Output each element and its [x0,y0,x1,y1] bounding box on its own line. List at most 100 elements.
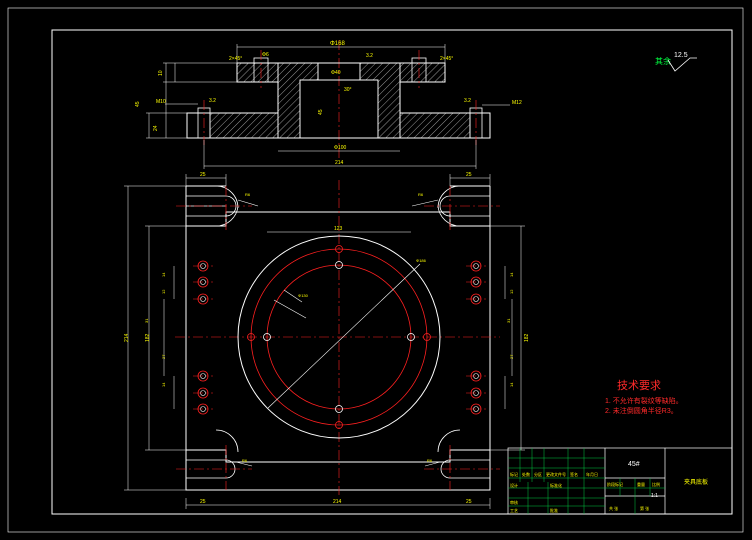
dim-left-d: 14 [161,382,166,387]
technical-notes: 技术要求 1. 不允许有裂纹等缺陷。 2. 未注倒圆角半径R3。 [605,379,683,415]
circle-pitch [250,248,428,426]
dim-plan-right-inner: 182 [524,333,530,342]
hole-s1 [335,421,343,429]
slot-br-arc [440,459,451,479]
outer-frame [7,7,744,533]
title-scale: 1:1 [651,493,658,499]
dim-angle: 30° [344,87,352,93]
dim-plan-bottom-right: 25 [466,499,472,505]
roughness-symbol: 其余 12.5 [655,52,697,72]
dim-height-inner: 24 [153,125,159,131]
hole-w2 [263,333,271,341]
circle-outer [237,235,441,439]
corner-arc-bl [215,429,239,453]
dim-right-b: 12 [509,289,514,294]
title-zone: 分区 [534,471,542,477]
notes-item-2: 2. 未注倒圆角半径R3。 [605,406,678,415]
title-check: 审核 [510,499,518,505]
dim-left-c: 27 [161,354,166,359]
plate-outline [185,186,491,227]
circle-inner [266,264,412,410]
dim-plan-left-inner: 182 [145,333,151,342]
leader-r-bl [235,461,253,467]
dim-plan-top-left: 25 [200,172,206,178]
hatch-right-hub [359,62,401,139]
title-craft: 工艺 [510,508,518,513]
side-holes-left [197,260,209,415]
dim-right-d: 14 [509,382,514,387]
circle-holes [247,245,431,429]
title-date: 年月日 [586,471,598,477]
dim-plan-bottom-total: 214 [333,499,342,505]
dim-thread-left: M10 [156,99,166,105]
dim-overall-length: 214 [335,160,344,166]
hole-n1 [335,245,343,253]
title-material: 45# [628,461,640,468]
dim-rough-a: 3.2 [209,98,216,104]
title-std: 标准化 [550,482,562,488]
dim-height-total: 45 [135,101,141,107]
leader-small-b [273,299,307,319]
dim-right-c: 27 [509,354,514,359]
title-block: 标记 处数 分区 更改文件号 签名 年月日 设计 标准化 审核 工艺 批准 阶段… [507,447,733,515]
dim-chamfer-right: 2×45° [440,56,453,62]
dim-rough-b: 3.2 [464,98,471,104]
notes-item-1: 1. 不允许有裂纹等缺陷。 [605,396,683,405]
dim-bottom-bore: Φ100 [334,145,347,151]
dim-plan-bottom-left: 25 [200,499,206,505]
roughness-label: 其余 [655,56,671,66]
dim-left-small: Φ6 [262,52,269,58]
hatch-right-flange [399,112,471,139]
leader-r-tr [411,199,439,207]
leader-r-tl [237,199,259,207]
leader-r-bot-right: R6 [427,458,433,463]
inner-frame [51,29,733,515]
leader-r-bot-left: R6 [242,458,248,463]
corner-arc-tl [215,185,239,209]
plan-view: Φ186 Φ130 [124,172,530,509]
title-sheet-no: 第 张 [640,505,649,511]
dim-thread-right: M12 [512,100,522,106]
dim-left-a: 14 [161,272,166,277]
hole-s2 [335,405,343,413]
dim-plan-left-total: 214 [124,333,130,342]
hole-e1 [423,333,431,341]
title-mark: 标记 [510,471,518,477]
side-holes-right [470,260,482,415]
title-sheets-total: 共 张 [609,505,618,511]
dim-left-b: 12 [161,289,166,294]
diameter-leader [267,263,421,409]
hole-n2 [335,261,343,269]
corner-arc-tr2 [437,205,461,227]
title-design: 设计 [510,482,518,488]
hatch-top-right [399,62,446,83]
dim-mid-right: 31 [506,318,511,323]
corner-arc-br [437,429,461,453]
title-ratio: 比例 [652,481,660,487]
title-block-frame [507,447,733,515]
title-weight: 重量 [637,481,645,487]
leader-r-br [424,461,441,467]
hatch-top-left [236,62,279,83]
section-view: Φ168 Φ6 2×45° 2×45° 3.2 Φ40 30° 10 45 24… [135,40,522,169]
dim-height-small: 10 [158,70,164,76]
plan-dim-lines [124,174,525,509]
dim-chamfer-top: 3.2 [366,53,373,59]
notes-title: 技术要求 [617,379,661,392]
hatch-left-hub [277,62,319,139]
dim-mid-left: 31 [144,318,149,323]
dim-plan-top-right: 25 [466,172,472,178]
plate-bottom [185,449,491,491]
dim-plan-circle-center: 123 [334,226,343,232]
leader-circle-small: Φ130 [298,293,309,298]
corner-arc-tl2 [215,205,239,227]
title-part-name: 夹具底板 [684,478,708,486]
dim-height-hub: 45 [318,109,324,115]
hole-e2 [407,333,415,341]
slot-tr-arc [439,195,451,217]
title-count: 处数 [522,471,530,477]
roughness-mark [667,57,697,72]
title-stage: 阶段标记 [607,481,623,487]
hole-centerlines [193,265,486,410]
